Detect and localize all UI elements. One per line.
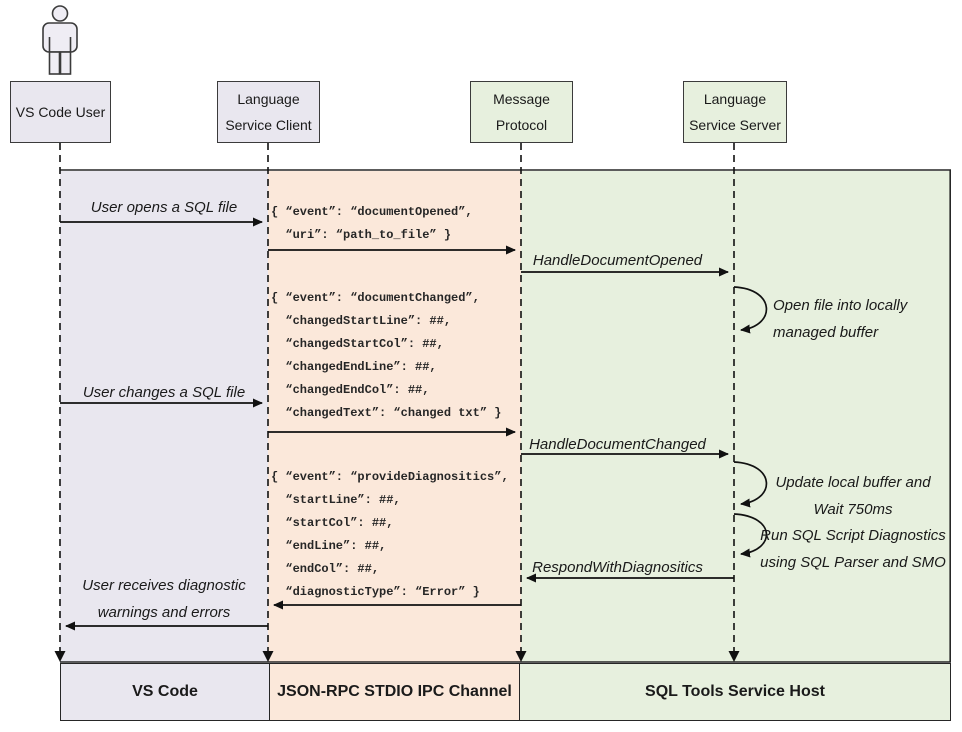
label-user-receives-diagnostics: User receives diagnostic warnings and er… <box>60 572 268 626</box>
payload-line: { “event”: “documentOpened”, <box>271 205 473 219</box>
payload-provide-diagnostics: { “event”: “provideDiagnositics”, “start… <box>271 466 509 604</box>
label-line2: warnings and errors <box>97 604 231 621</box>
payload-line: { “event”: “documentChanged”, <box>271 291 480 305</box>
actor-label: VS Code User <box>15 104 106 120</box>
payload-document-opened: { “event”: “documentOpened”, “uri”: “pat… <box>271 201 473 247</box>
label-respond-with-diagnostics: RespondWithDiagnositics <box>532 559 703 576</box>
payload-line: “startLine”: ##, <box>271 493 401 507</box>
note-update-local-buffer: Update local buffer and Wait 750ms <box>762 469 944 523</box>
note-line1: Open file into locally <box>773 297 908 314</box>
actor-label-line1: Message <box>493 91 550 107</box>
actor-box-language-service-server: Language Service Server <box>683 81 787 143</box>
footer-label: JSON-RPC STDIO IPC Channel <box>277 683 512 700</box>
actor-leg-right <box>59 51 72 75</box>
payload-line: “changedEndCol”: ##, <box>271 383 430 397</box>
user-actor-icon <box>42 5 78 75</box>
payload-line: “diagnosticType”: “Error” } <box>271 585 480 599</box>
actor-label-line2: Protocol <box>495 117 548 133</box>
payload-line: “endCol”: ##, <box>271 562 380 576</box>
lane-json-rpc-channel <box>268 171 521 662</box>
payload-line: “changedEndLine”: ##, <box>271 360 437 374</box>
actor-label-line2: Service Server <box>689 117 781 133</box>
label-handle-document-changed: HandleDocumentChanged <box>529 436 706 453</box>
actor-box-vscode-user: VS Code User <box>10 81 111 143</box>
payload-line: “startCol”: ##, <box>271 516 394 530</box>
actor-box-language-service-client: Language Service Client <box>217 81 320 143</box>
payload-line: { “event”: “provideDiagnositics”, <box>271 470 509 484</box>
lane-sql-tools-service-host <box>521 171 951 662</box>
footer-label: SQL Tools Service Host <box>645 683 825 700</box>
label-user-changes-sql-file: User changes a SQL file <box>82 384 246 401</box>
payload-line: “changedText”: “changed txt” } <box>271 406 502 420</box>
payload-line: “endLine”: ##, <box>271 539 387 553</box>
label-line1: User receives diagnostic <box>82 577 246 594</box>
footer-box-sql-tools-service-host: SQL Tools Service Host <box>519 663 951 721</box>
actor-head <box>51 5 69 22</box>
payload-line: “uri”: “path_to_file” } <box>271 228 452 242</box>
note-line2: Wait 750ms <box>813 501 893 518</box>
payload-line: “changedStartCol”: ##, <box>271 337 444 351</box>
actor-leg-left <box>48 51 61 75</box>
note-line1: Run SQL Script Diagnostics <box>760 527 946 544</box>
actor-label-line2: Service Client <box>225 117 312 133</box>
actor-label-line1: Language <box>703 91 767 107</box>
note-line1: Update local buffer and <box>775 474 931 491</box>
payload-line: “changedStartLine”: ##, <box>271 314 452 328</box>
label-user-opens-sql-file: User opens a SQL file <box>90 199 238 216</box>
payload-document-changed: { “event”: “documentChanged”, “changedSt… <box>271 287 501 425</box>
label-handle-document-opened: HandleDocumentOpened <box>532 252 703 269</box>
actor-label-line1: Language <box>237 91 300 107</box>
footer-label: VS Code <box>132 683 198 700</box>
actor-box-message-protocol: Message Protocol <box>470 81 573 143</box>
actor-torso <box>42 22 78 53</box>
note-run-sql-diagnostics: Run SQL Script Diagnostics using SQL Par… <box>756 522 950 576</box>
lane-vscode <box>60 171 268 662</box>
note-line2: managed buffer <box>773 324 879 341</box>
note-line2: using SQL Parser and SMO <box>760 554 946 571</box>
note-open-file-into-buffer: Open file into locally managed buffer <box>773 292 907 346</box>
footer-box-vscode: VS Code <box>60 663 270 721</box>
footer-box-json-rpc-channel: JSON-RPC STDIO IPC Channel <box>268 663 521 721</box>
